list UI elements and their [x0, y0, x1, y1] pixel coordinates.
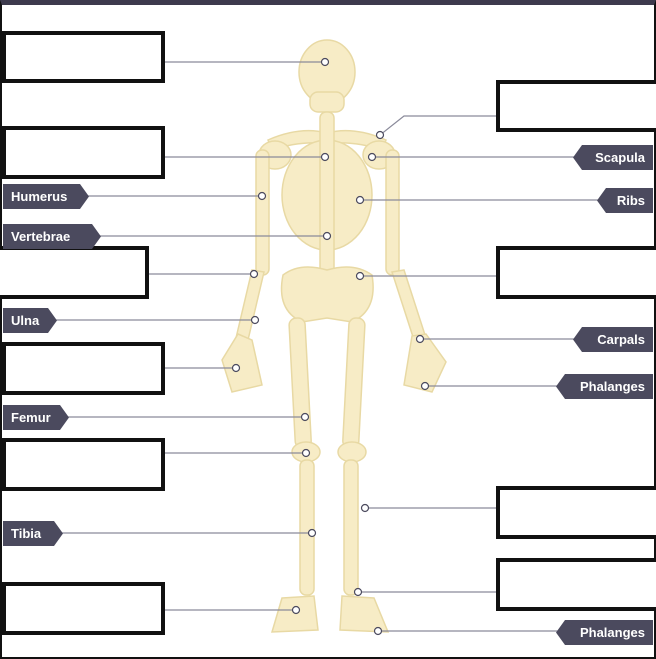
answer-box-clavicle[interactable] [496, 80, 656, 132]
forearm-left [236, 270, 264, 340]
humerus-left [256, 150, 269, 275]
femur-right [342, 318, 365, 449]
knee-right [338, 442, 366, 462]
label-femur: Femur [3, 405, 69, 430]
answer-box-patella[interactable] [2, 438, 165, 491]
foot-right [340, 596, 388, 632]
label-ribs: Ribs [597, 188, 653, 213]
answer-box-sternum[interactable] [2, 126, 165, 179]
label-phalanges-hand: Phalanges [556, 374, 653, 399]
label-vertebrae: Vertebrae [3, 224, 101, 249]
answer-box-skull[interactable] [2, 31, 165, 83]
tibia-right [344, 460, 358, 595]
answer-box-metatarsals[interactable] [496, 558, 656, 611]
hand-left [222, 334, 262, 392]
jaw [310, 92, 344, 112]
spine [320, 112, 334, 284]
skeleton [222, 40, 446, 632]
answer-box-tarsals[interactable] [2, 582, 165, 635]
answer-box-metacarpals[interactable] [2, 342, 165, 395]
answer-box-radius[interactable] [0, 246, 149, 299]
humerus-right [386, 150, 399, 275]
label-carpals: Carpals [573, 327, 653, 352]
foot-left [272, 596, 318, 632]
label-tibia: Tibia [3, 521, 63, 546]
tibia-left [300, 460, 314, 595]
answer-box-pelvis[interactable] [496, 246, 656, 299]
femur-left [289, 318, 312, 449]
label-phalanges-foot: Phalanges [556, 620, 653, 645]
forearm-right [392, 270, 426, 340]
answer-box-fibula[interactable] [496, 486, 656, 539]
label-scapula: Scapula [573, 145, 653, 170]
label-ulna: Ulna [3, 308, 57, 333]
label-humerus: Humerus [3, 184, 89, 209]
